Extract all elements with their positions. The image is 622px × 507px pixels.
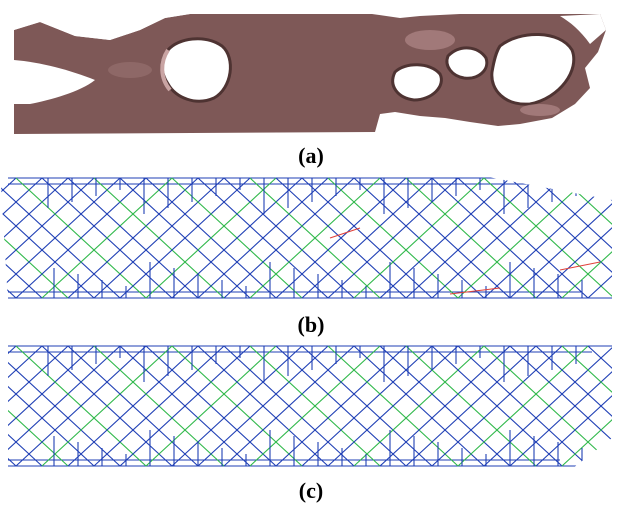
lattice-strut bbox=[301, 177, 433, 299]
lattice-strut bbox=[457, 177, 589, 299]
lattice-strut bbox=[0, 210, 95, 299]
lattice-strut bbox=[93, 177, 225, 299]
lattice-strut bbox=[119, 177, 251, 299]
surface-highlight bbox=[520, 104, 560, 116]
lattice-strut bbox=[171, 345, 303, 467]
lattice-strut bbox=[249, 177, 381, 299]
lattice-strut bbox=[15, 177, 147, 299]
lattice-strut bbox=[559, 261, 601, 271]
lattice-strut bbox=[67, 345, 199, 467]
lattice-strut bbox=[405, 345, 537, 467]
panel-a-label: (a) bbox=[298, 143, 324, 168]
lattice-strut bbox=[0, 177, 43, 218]
topology-optimized-structure bbox=[14, 14, 606, 134]
right-hole-3 bbox=[490, 33, 576, 106]
lattice-strut bbox=[0, 345, 121, 458]
lattice-strut bbox=[145, 177, 277, 299]
lattice-strut bbox=[93, 345, 225, 467]
lattice-strut bbox=[223, 345, 355, 467]
lattice-strut bbox=[405, 177, 537, 299]
lattice-strut bbox=[329, 227, 361, 239]
lattice-strut bbox=[0, 345, 95, 434]
lattice-strut bbox=[561, 409, 622, 467]
lattice-strut bbox=[197, 177, 329, 299]
lattice-strut bbox=[587, 265, 622, 299]
lattice-strut bbox=[0, 345, 43, 386]
left-hole-rim-shade bbox=[160, 48, 172, 92]
lattice-strut bbox=[0, 378, 95, 467]
surface-highlight bbox=[405, 30, 455, 50]
lattice-strut bbox=[197, 345, 329, 467]
lattice-structure-b bbox=[0, 170, 622, 310]
lattice-strut bbox=[561, 177, 622, 235]
top-void bbox=[14, 14, 190, 40]
lattice-strut bbox=[15, 345, 147, 467]
panel-c-label: (c) bbox=[298, 478, 324, 503]
lattice-strut bbox=[483, 177, 615, 299]
lattice-strut bbox=[327, 177, 459, 299]
lattice-strut bbox=[119, 345, 251, 467]
lattice-strut bbox=[561, 345, 622, 403]
lattice-strut bbox=[353, 177, 485, 299]
lattice-strut bbox=[431, 345, 563, 467]
lattice-strut bbox=[457, 345, 589, 467]
panel-b-label: (b) bbox=[297, 312, 325, 337]
lattice-structure-c bbox=[0, 338, 622, 478]
lattice-strut bbox=[0, 426, 43, 467]
lattice-strut bbox=[41, 177, 173, 299]
lattice-strut bbox=[0, 258, 43, 299]
lattice-strut bbox=[41, 345, 173, 467]
lattice-strut bbox=[327, 345, 459, 467]
lattice-strut bbox=[67, 177, 199, 299]
lattice-strut bbox=[301, 345, 433, 467]
lattice-strut bbox=[249, 345, 381, 467]
lattice-strut bbox=[449, 287, 501, 295]
lattice-strut bbox=[0, 177, 121, 290]
lattice-strut bbox=[587, 345, 622, 379]
lattice-strut bbox=[353, 345, 485, 467]
lattice-boundary-mask bbox=[0, 170, 622, 310]
left-hole bbox=[160, 37, 232, 103]
lattice-strut bbox=[379, 345, 511, 467]
lattice-strut bbox=[145, 345, 277, 467]
lattice-strut bbox=[431, 177, 563, 299]
surface-highlight bbox=[108, 62, 152, 78]
lattice-strut bbox=[223, 177, 355, 299]
lattice-strut bbox=[483, 345, 615, 467]
right-void-edge bbox=[560, 14, 606, 44]
lattice-strut bbox=[171, 177, 303, 299]
right-hole-2 bbox=[445, 46, 489, 80]
lattice-strut bbox=[0, 177, 95, 266]
lattice-strut bbox=[379, 177, 511, 299]
solid-beam bbox=[14, 14, 606, 134]
left-notch-void bbox=[14, 60, 95, 104]
lattice-strut bbox=[561, 241, 622, 299]
right-hole-1 bbox=[391, 63, 443, 102]
